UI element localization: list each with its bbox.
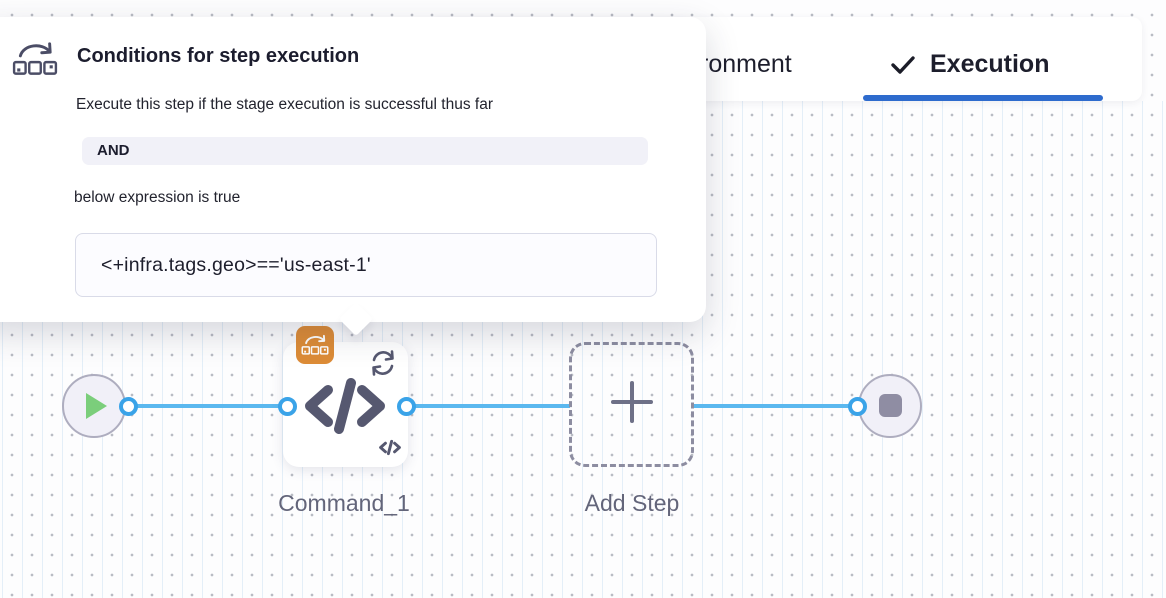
pipeline-start-node[interactable] — [62, 374, 126, 438]
stop-icon — [879, 394, 902, 417]
conditional-execution-icon[interactable] — [296, 326, 334, 364]
connector-addstep-to-end — [693, 404, 853, 408]
port-start-out[interactable] — [119, 397, 138, 416]
popover-title: Conditions for step execution — [77, 45, 360, 67]
tab-execution[interactable]: Execution — [890, 50, 1049, 79]
pipeline-end-node[interactable] — [858, 374, 922, 438]
conditions-popover: Conditions for step execution Execute th… — [0, 17, 706, 336]
looping-strategy-icon[interactable] — [366, 346, 400, 385]
popover-description: Execute this step if the stage execution… — [76, 96, 493, 113]
tab-execution-label: Execution — [930, 50, 1050, 78]
expression-intro-text: below expression is true — [74, 189, 241, 206]
code-icon-small — [379, 439, 401, 461]
step-label-command: Command_1 — [278, 490, 410, 516]
port-end-in[interactable] — [848, 397, 867, 416]
add-step-button[interactable] — [569, 342, 694, 467]
conditional-execution-icon — [12, 40, 58, 83]
check-icon — [890, 54, 916, 76]
port-command-out[interactable] — [397, 397, 416, 416]
connector-start-to-command — [130, 404, 288, 408]
operator-badge: AND — [82, 137, 648, 165]
port-command-in[interactable] — [278, 397, 297, 416]
expression-field[interactable]: <+infra.tags.geo>=='us-east-1' — [75, 233, 657, 297]
connector-command-to-addstep — [406, 404, 570, 408]
plus-icon — [609, 379, 655, 430]
play-icon — [86, 393, 107, 419]
add-step-label: Add Step — [584, 490, 680, 516]
tab-environment[interactable]: ronment — [700, 50, 792, 78]
expression-value: <+infra.tags.geo>=='us-east-1' — [101, 253, 371, 276]
active-tab-indicator — [863, 95, 1103, 101]
code-icon — [304, 377, 386, 440]
